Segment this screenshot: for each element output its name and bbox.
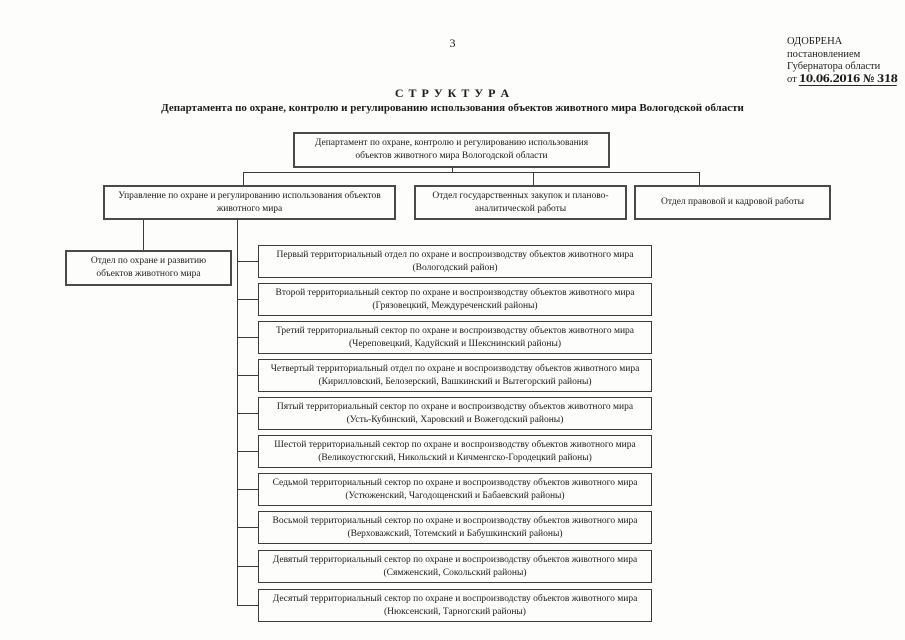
connector-branch-2 [237, 299, 258, 300]
org-box-territorial-8: Восьмой территориальный сектор по охране… [258, 511, 652, 544]
connector-branch-4 [237, 375, 258, 376]
connector-root-drop [452, 167, 453, 173]
connector-branch-1 [237, 261, 258, 262]
org-box-territorial-7: Седьмой территориальный сектор по охране… [258, 473, 652, 506]
org-box-territorial-1: Первый территориальный отдел по охране и… [258, 245, 652, 278]
org-box-territorial-10: Десятый территориальный сектор по охране… [258, 589, 652, 622]
connector-branch-8 [237, 527, 258, 528]
org-box-territorial-5: Пятый территориальный сектор по охране и… [258, 397, 652, 430]
connector-branch-6 [237, 451, 258, 452]
document-subtitle: Департамента по охране, контролю и регул… [161, 102, 744, 114]
document-title: С Т Р У К Т У Р А [394, 86, 511, 100]
org-box-territorial-3: Третий территориальный сектор по охране … [258, 321, 652, 354]
approval-date-handwritten: 10.06.2016 № 318 [799, 72, 898, 86]
connector-branch-3 [237, 337, 258, 338]
approval-line-2: постановлением [787, 48, 861, 60]
approval-line-4: от 10.06.2016 № 318 [787, 72, 902, 87]
connector-drop-management [243, 172, 244, 185]
org-box-department-management: Управление по охране и регулированию исп… [103, 185, 396, 220]
approval-date-prefix: от [787, 73, 797, 85]
org-box-territorial-9: Девятый территориальный сектор по охране… [258, 550, 652, 583]
org-box-legal-hr-office: Отдел правовой и кадровой работы [634, 185, 831, 220]
org-box-territorial-6: Шестой территориальный сектор по охране … [258, 435, 652, 468]
org-box-root: Департамент по охране, контролю и регули… [293, 132, 610, 168]
org-box-protection-development-office: Отдел по охране и развитию объектов живо… [65, 250, 232, 286]
org-box-procurement-office: Отдел государственных закупок и планово-… [414, 185, 627, 220]
page-number: 3 [449, 36, 456, 50]
connector-branch-7 [237, 489, 258, 490]
connector-drop-legal [699, 172, 700, 185]
approval-line-1: ОДОБРЕНА [787, 36, 843, 47]
org-box-territorial-2: Второй территориальный сектор по охране … [258, 283, 652, 316]
connector-level2-rail [243, 172, 700, 173]
org-box-territorial-4: Четвертый территориальный отдел по охран… [258, 359, 652, 392]
connector-branch-9 [237, 566, 258, 567]
connector-drop-procurement [533, 172, 534, 185]
approval-line-3: Губернатора области [787, 61, 881, 72]
connector-branch-10 [237, 605, 258, 606]
approval-stamp: ОДОБРЕНА постановлением Губернатора обла… [787, 36, 902, 86]
connector-drop-sub-office [143, 220, 144, 250]
connector-branch-5 [237, 413, 258, 414]
